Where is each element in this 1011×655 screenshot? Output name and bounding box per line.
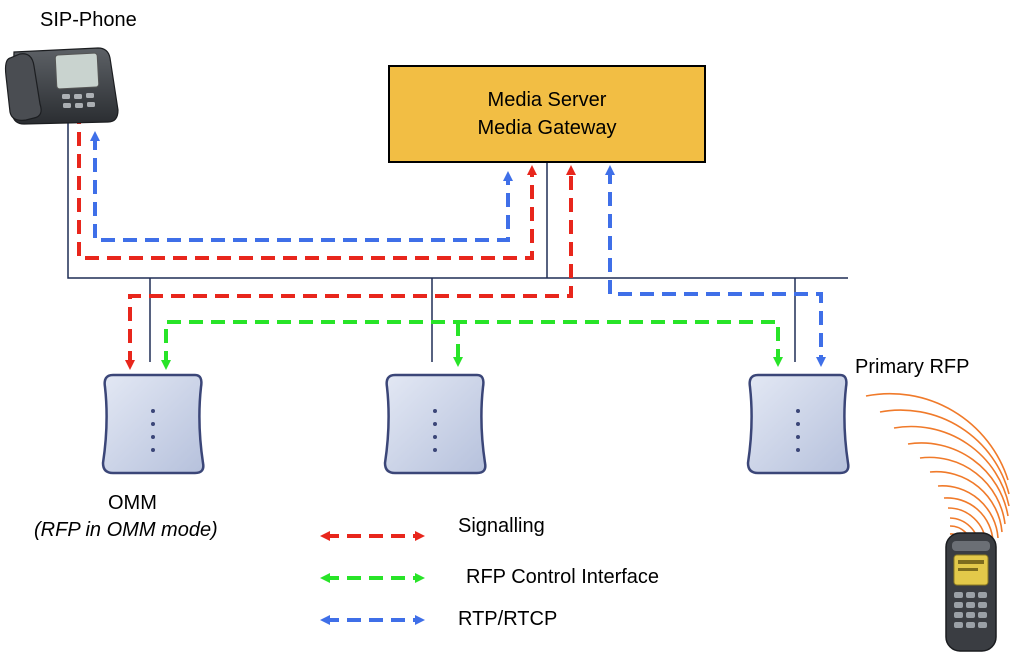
rtp-paths	[90, 131, 826, 367]
omm-title: OMM	[108, 492, 157, 514]
legend-signalling-label: Signalling	[458, 515, 545, 537]
signalling-omm-to-server	[125, 165, 576, 370]
control-omm-to-rfps	[161, 320, 783, 370]
control-paths	[161, 320, 783, 370]
rtp-server-to-rfp	[605, 165, 826, 367]
media-gateway-label: Media Gateway	[477, 117, 617, 139]
signalling-paths	[74, 105, 576, 370]
legend-control-label: RFP Control Interface	[466, 566, 660, 588]
radio-waves-icon	[865, 392, 1010, 549]
sip-phone-icon	[4, 47, 119, 125]
network-backbone	[67, 105, 848, 279]
media-server-label: Media Server	[487, 89, 607, 111]
media-server-box: Media Server Media Gateway	[388, 65, 706, 163]
rtp-phone-to-server	[90, 131, 513, 242]
rfp-middle-device	[383, 373, 487, 475]
omm-subtitle: (RFP in OMM mode)	[34, 519, 218, 541]
dect-handset-icon	[945, 532, 997, 652]
legend-arrows	[320, 531, 425, 625]
omm-rfp-device	[101, 373, 205, 475]
primary-rfp-label: Primary RFP	[855, 356, 970, 378]
primary-rfp-device	[746, 373, 850, 475]
sip-phone-label: SIP-Phone	[40, 9, 137, 31]
legend-rtp-label: RTP/RTCP	[458, 608, 558, 630]
